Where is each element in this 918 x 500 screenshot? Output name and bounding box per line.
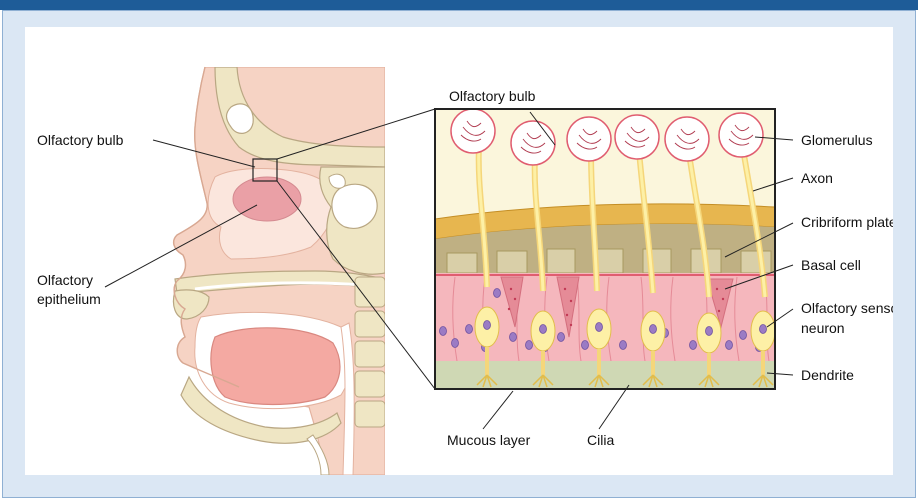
label-epithelium-line1: Olfactory [37, 272, 93, 288]
figure-panel: Olfactory bulb Olfactory epithelium Olfa… [2, 10, 916, 498]
tongue [211, 328, 340, 405]
label-olfactory-bulb-top: Olfactory bulb [449, 88, 536, 104]
label-olfactory-bulb-head: Olfactory bulb [37, 132, 124, 148]
label-cilia: Cilia [587, 432, 614, 448]
sphenoid-sinus [332, 184, 377, 228]
label-sensory-neuron-line1: Olfactory sensory [801, 300, 893, 316]
olfactory-detail [435, 109, 775, 389]
label-epithelium-line2: epithelium [37, 291, 101, 307]
label-sensory-neuron-line2: neuron [801, 320, 845, 336]
figure-header-bar [0, 0, 918, 10]
label-dendrite: Dendrite [801, 367, 854, 383]
leader-cilia [599, 385, 629, 429]
label-basal-cell: Basal cell [801, 257, 861, 273]
leader-mucous [483, 391, 513, 429]
cervical-spine [355, 277, 385, 427]
head-cross-section [174, 67, 386, 475]
label-glomerulus: Glomerulus [801, 132, 873, 148]
olfactory-diagram: Olfactory bulb Olfactory epithelium Olfa… [25, 27, 893, 475]
label-cribriform-plate: Cribriform plate [801, 214, 893, 230]
label-mucous-layer: Mucous layer [447, 432, 531, 448]
figure-canvas: Olfactory bulb Olfactory epithelium Olfa… [25, 27, 893, 475]
label-axon: Axon [801, 170, 833, 186]
